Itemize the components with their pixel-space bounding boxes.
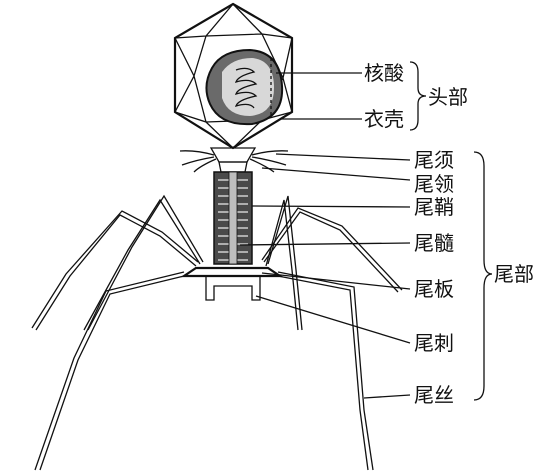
tail-brace [474, 152, 492, 400]
label-tail: 尾部 [494, 262, 534, 286]
label-tail-sheath: 尾鞘 [414, 195, 454, 219]
label-tail-whisker: 尾须 [414, 148, 454, 172]
label-capsid: 衣壳 [364, 107, 404, 131]
label-tail-collar: 尾领 [414, 172, 454, 196]
head-brace [410, 62, 426, 130]
label-tail-fiber: 尾丝 [414, 383, 454, 407]
label-head: 头部 [428, 85, 468, 109]
label-baseplate: 尾板 [414, 277, 454, 301]
label-tail-spike: 尾刺 [414, 331, 454, 355]
phage-tail-sheath [214, 172, 252, 264]
label-nucleic-acid: 核酸 [364, 61, 404, 85]
phage-head [175, 4, 292, 148]
label-tail-core: 尾髓 [414, 231, 454, 255]
